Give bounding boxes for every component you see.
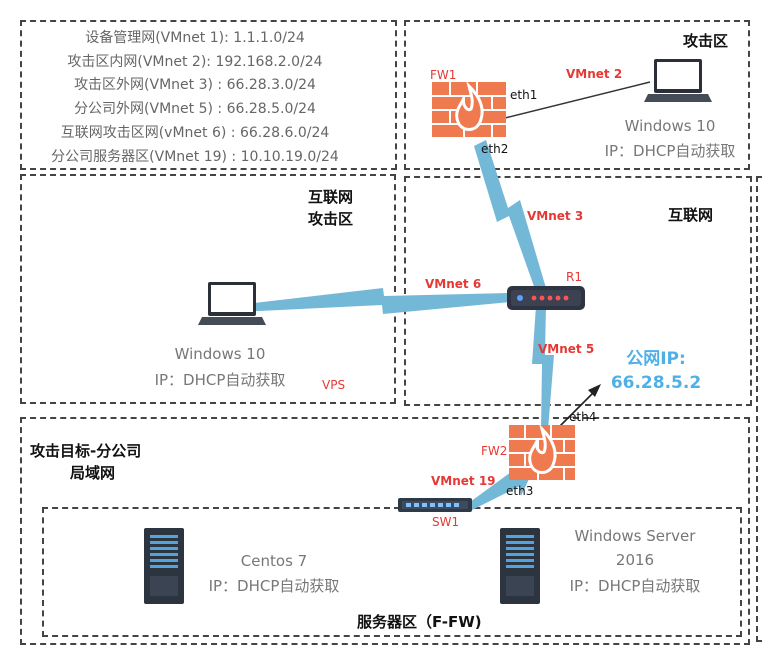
server-zone xyxy=(42,507,742,637)
info-line-5: 互联网攻击区网(vMnet 6) : 66.28.6.0/24 xyxy=(60,125,330,141)
zone-title-internet-attack-2: 攻击区 xyxy=(308,210,354,228)
label-vmnet19: VMnet 19 xyxy=(431,474,496,488)
zone-title-server: 服务器区（F-FW) xyxy=(357,613,482,631)
link-vmnet2 xyxy=(504,81,651,119)
internet-attack-zone xyxy=(20,174,396,404)
label-fw1: FW1 xyxy=(430,68,457,82)
host-attack-ip: IP：DHCP自动获取 xyxy=(604,142,736,160)
attack-zone xyxy=(404,20,750,170)
fw1-icon xyxy=(432,81,506,137)
public-ip-value: 66.28.5.2 xyxy=(610,373,702,393)
label-fw2-eth3: eth3 xyxy=(506,484,534,498)
info-line-4: 分公司外网(VMnet 5) : 66.28.5.0/24 xyxy=(74,101,316,117)
info-line-1: 设备管理网(VMnet 1): 1.1.1.0/24 xyxy=(85,30,305,46)
router-r1-icon xyxy=(507,286,585,310)
info-line-6: 分公司服务器区(VMnet 19) : 10.10.19.0/24 xyxy=(51,149,339,165)
eth4-arrow xyxy=(555,391,595,431)
label-fw1-eth2: eth2 xyxy=(481,142,509,156)
zone-title-target-1: 攻击目标-分公司 xyxy=(30,442,142,460)
zone-title-internet: 互联网 xyxy=(668,206,714,224)
laptop-icon-attack xyxy=(644,59,712,102)
zone-title-internet-attack-1: 互联网 xyxy=(308,188,354,206)
label-vmnet2: VMnet 2 xyxy=(566,67,623,81)
label-r1: R1 xyxy=(566,270,582,284)
link-vmnet3 xyxy=(474,140,546,292)
label-fw1-eth1: eth1 xyxy=(510,88,538,102)
link-vmnet5 xyxy=(532,306,554,430)
fw2-icon xyxy=(509,424,575,480)
server-icon-centos xyxy=(144,528,184,604)
eth4-arrowhead xyxy=(588,384,601,397)
zone-title-attack: 攻击区 xyxy=(683,32,729,50)
laptop-icon-internet xyxy=(198,282,266,325)
host-winserver-name-1: Windows Server xyxy=(574,527,696,545)
public-ip-label: 公网IP: xyxy=(626,349,686,369)
host-internet-name: Windows 10 xyxy=(174,345,266,363)
host-winserver-name-2: 2016 xyxy=(615,551,655,569)
internet-zone xyxy=(404,176,752,406)
target-zone xyxy=(20,417,750,645)
label-vmnet3: VMnet 3 xyxy=(527,209,584,223)
host-centos-ip: IP：DHCP自动获取 xyxy=(208,577,340,595)
host-centos-name: Centos 7 xyxy=(240,552,308,570)
info-zone xyxy=(20,20,397,170)
info-line-3: 攻击区外网(VMnet 3) : 66.28.3.0/24 xyxy=(74,77,316,93)
host-attack-name: Windows 10 xyxy=(624,117,716,135)
label-vmnet5: VMnet 5 xyxy=(538,342,595,356)
label-fw2-eth4: eth4 xyxy=(569,410,597,424)
link-vmnet6 xyxy=(237,288,510,314)
switch-sw1-icon xyxy=(398,498,472,512)
label-vmnet6: VMnet 6 xyxy=(425,277,482,291)
server-icon-windows xyxy=(500,528,540,604)
label-sw1: SW1 xyxy=(432,515,460,529)
label-fw2: FW2 xyxy=(481,444,508,458)
zone-title-target-2: 局域网 xyxy=(70,464,116,482)
host-winserver-ip: IP：DHCP自动获取 xyxy=(569,577,701,595)
label-vps: VPS xyxy=(322,378,346,392)
partial-zone-right xyxy=(756,176,762,642)
host-internet-ip: IP：DHCP自动获取 xyxy=(154,371,286,389)
info-line-2: 攻击区内网(VMnet 2): 192.168.2.0/24 xyxy=(67,54,323,70)
